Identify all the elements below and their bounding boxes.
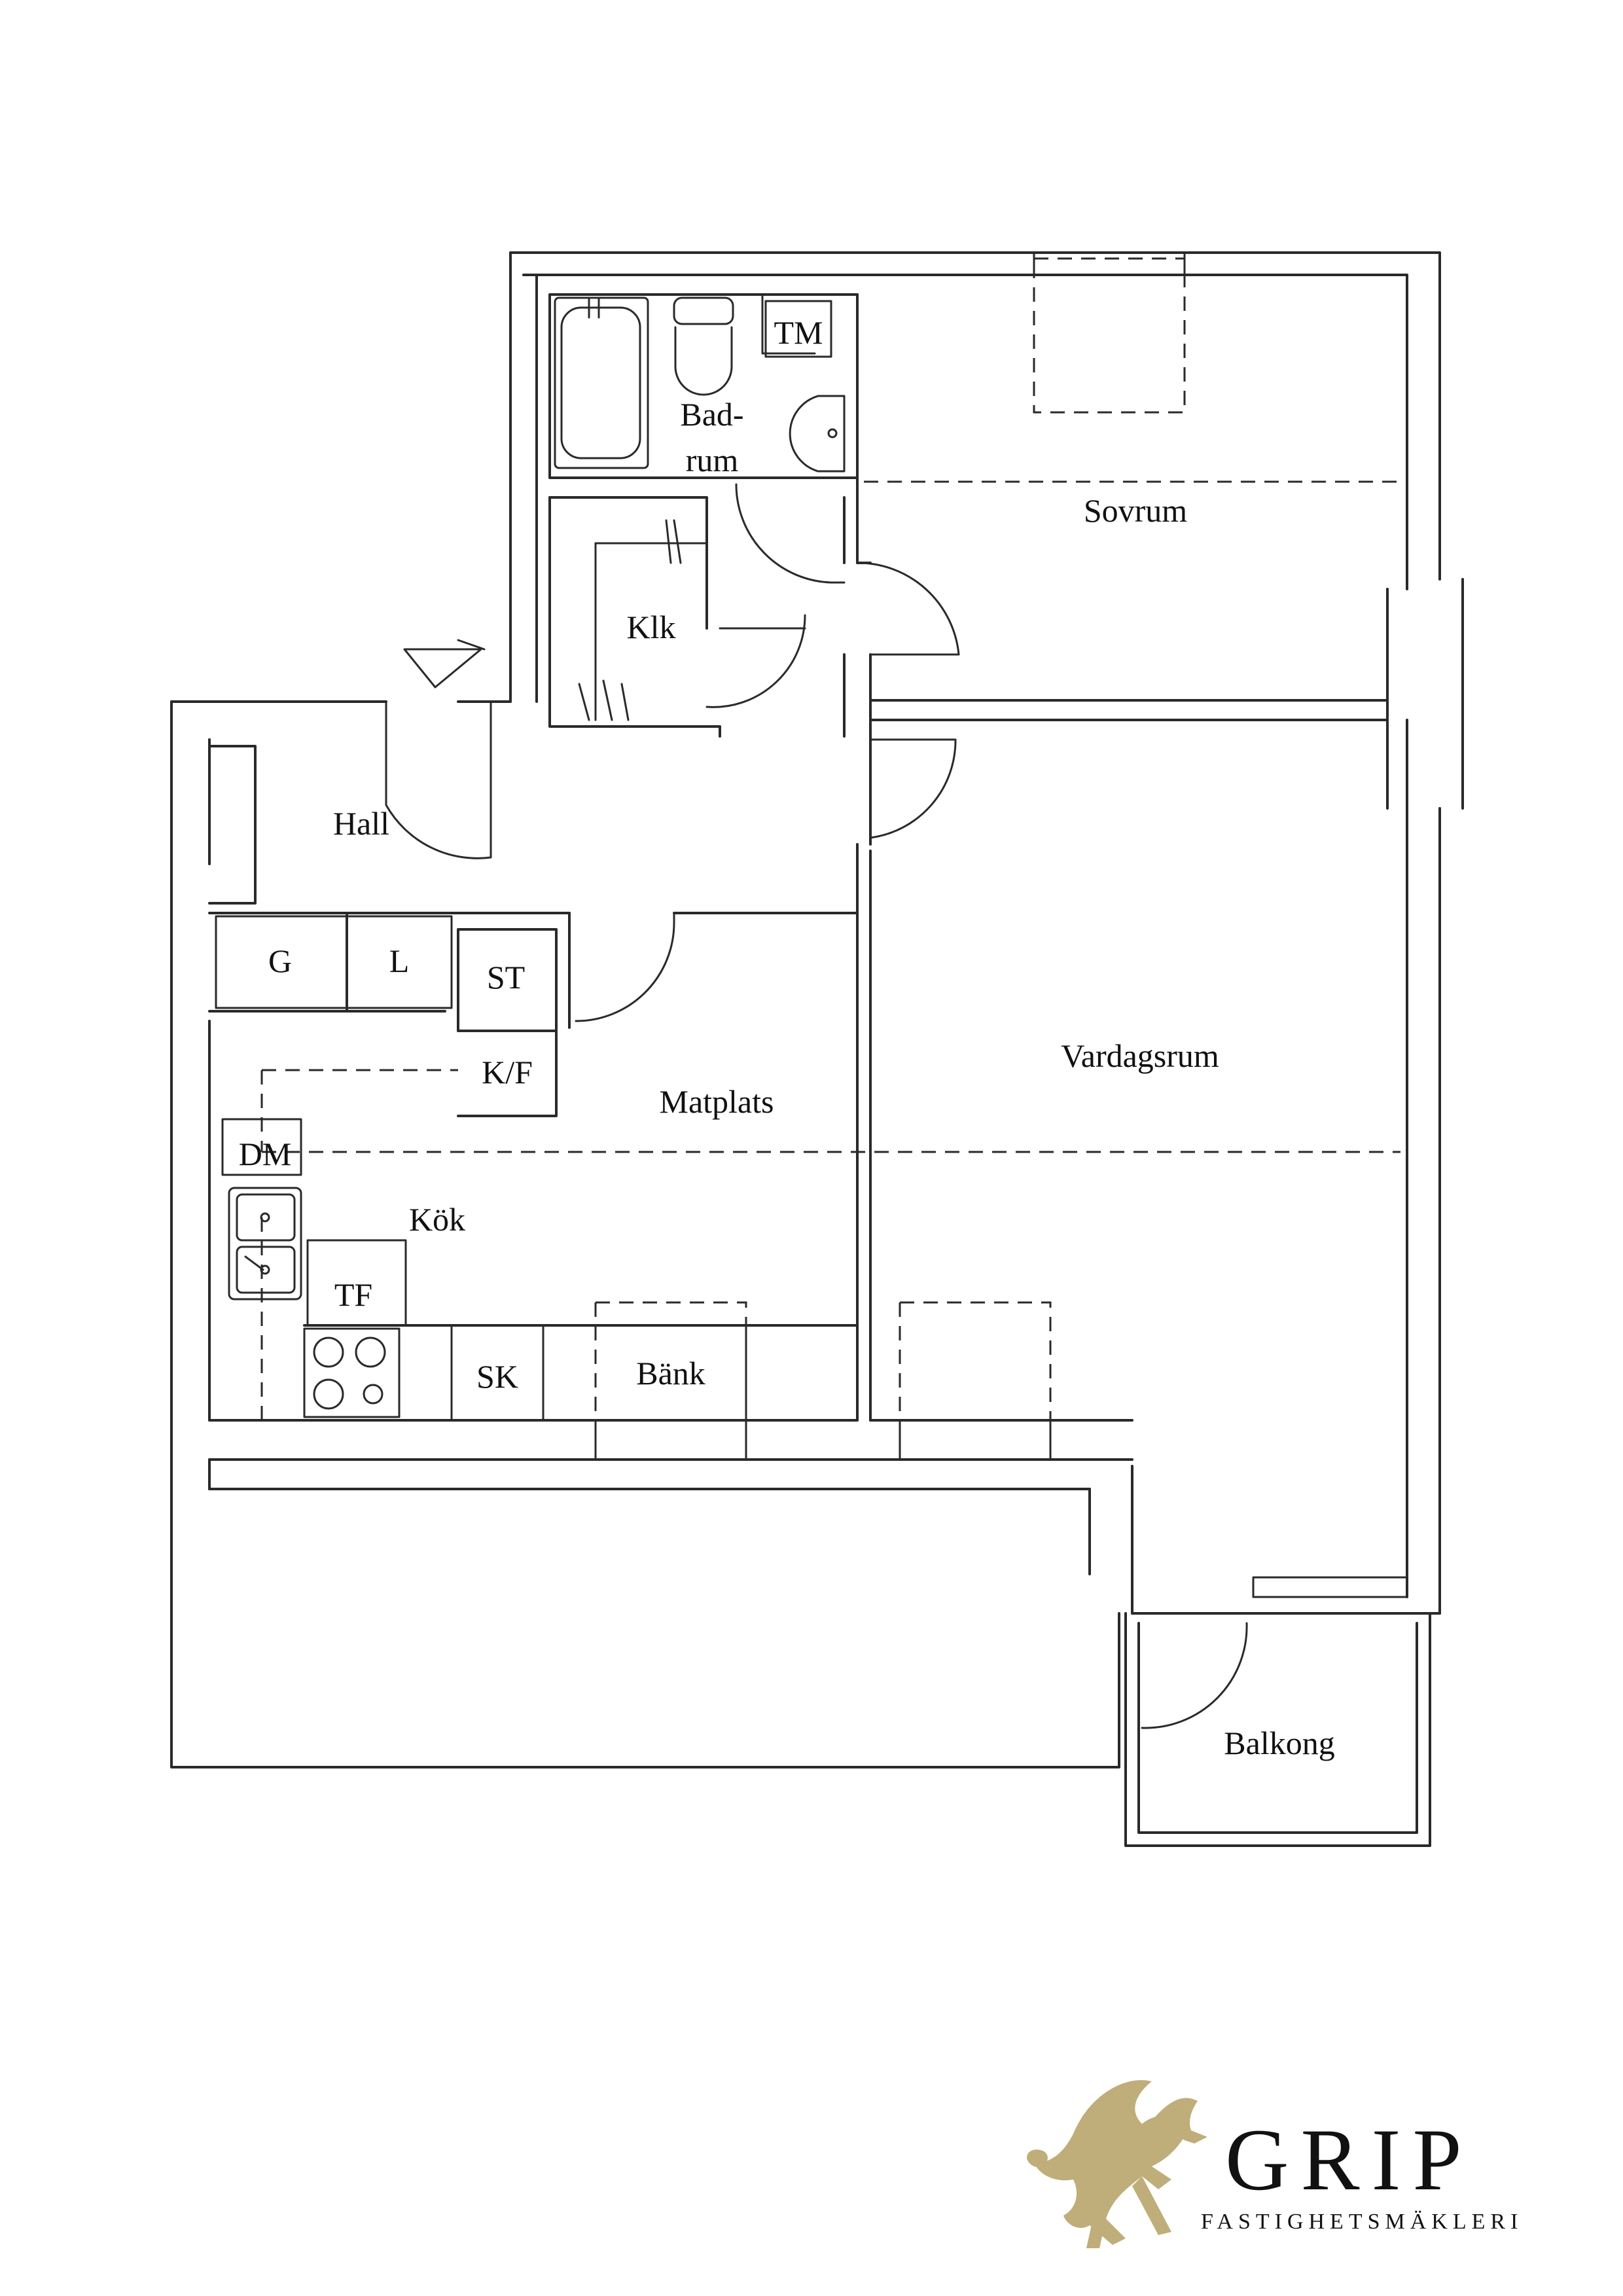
- label-balkong: Balkong: [1224, 1725, 1334, 1761]
- closet-hanger-icon: [578, 519, 682, 721]
- label-tf: TF: [334, 1276, 372, 1313]
- label-dm: DM: [239, 1136, 292, 1172]
- label-kok: Kök: [409, 1201, 465, 1238]
- label-vardagsrum: Vardagsrum: [1061, 1037, 1219, 1074]
- living-room-door: [869, 738, 957, 839]
- freezer-tf-box: [306, 1239, 407, 1327]
- exterior-walls: [170, 251, 1464, 1615]
- brand-name: GRIP: [1225, 2111, 1474, 2209]
- label-st: ST: [487, 959, 525, 996]
- label-sk: SK: [476, 1358, 518, 1395]
- bedroom-door: [856, 562, 960, 656]
- kitchen-door: [575, 912, 675, 1022]
- griffin-icon: [1027, 2080, 1207, 2248]
- lower-building-outline: [170, 1488, 1120, 1768]
- bathroom-door: [735, 483, 846, 584]
- sink-icon: [789, 395, 846, 473]
- label-badrum-2: rum: [686, 442, 739, 478]
- washing-machine-box: [764, 300, 832, 358]
- closet-door: [705, 614, 806, 708]
- room-labels: Bad- rum TM Sovrum Klk Hall G L ST K/F V…: [239, 314, 1335, 1761]
- toilet-icon: [673, 296, 734, 396]
- brand-logo: GRIP FASTIGHETSMÄKLERI: [1027, 2080, 1523, 2248]
- label-bank: Bänk: [636, 1355, 705, 1391]
- bathtub-icon: [554, 296, 649, 469]
- label-hall: Hall: [333, 805, 389, 842]
- label-g: G: [268, 942, 292, 979]
- stove-icon: [303, 1327, 401, 1418]
- kitchen-sink-icon: [228, 1187, 302, 1300]
- dashed-lines: [260, 257, 1400, 1456]
- label-matplats: Matplats: [660, 1083, 774, 1120]
- label-l: L: [389, 942, 410, 979]
- balcony-door: [1141, 1622, 1248, 1729]
- counter-bank-box: [542, 1324, 747, 1422]
- brand-tagline: FASTIGHETSMÄKLERI: [1201, 2210, 1523, 2234]
- door-swings: [385, 483, 1248, 1729]
- windows: [594, 251, 1408, 1598]
- label-badrum-1: Bad-: [680, 396, 743, 433]
- label-klk: Klk: [627, 609, 676, 645]
- label-tm: TM: [774, 314, 823, 351]
- label-kf: K/F: [482, 1054, 533, 1090]
- entrance-marker-icon: [403, 639, 486, 689]
- label-sovrum: Sovrum: [1084, 492, 1187, 529]
- wardrobe-l-box: [346, 915, 453, 1009]
- entrance-door: [385, 700, 492, 859]
- dishwasher-box: [221, 1118, 302, 1176]
